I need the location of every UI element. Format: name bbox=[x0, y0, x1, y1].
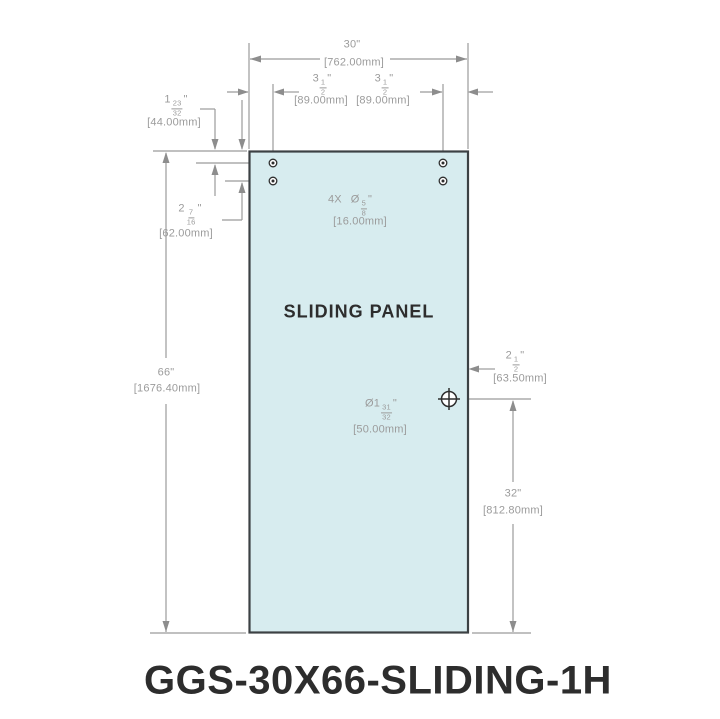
dim-width-in: 30" bbox=[343, 38, 361, 51]
dim-hole-row2-mm: [62.00mm] bbox=[159, 227, 213, 240]
panel-label: SLIDING PANEL bbox=[283, 301, 435, 322]
dim-hole-row1-mm: [44.00mm] bbox=[147, 116, 201, 129]
dim-height-mm: [1676.40mm] bbox=[133, 382, 201, 395]
glass-panel bbox=[248, 150, 470, 634]
dim-handle-height-mm: [812.80mm] bbox=[482, 504, 544, 517]
drawing-title: GGS-30X66-SLIDING-1H bbox=[144, 658, 612, 703]
dim-handle-edge-mm: [63.50mm] bbox=[493, 372, 547, 385]
dim-offset-left-mm: [89.00mm] bbox=[294, 94, 348, 107]
callout-small-holes-mm: [16.00mm] bbox=[333, 215, 387, 228]
dim-offset-right-mm: [89.00mm] bbox=[356, 94, 410, 107]
dim-width-mm: [762.00mm] bbox=[323, 56, 385, 69]
mounting-hole-centers bbox=[271, 161, 445, 183]
callout-handle-hole-mm: [50.00mm] bbox=[353, 423, 407, 436]
dim-handle-height-in: 32" bbox=[504, 487, 522, 500]
dim-height-in: 66" bbox=[157, 366, 175, 379]
handle-hole bbox=[438, 388, 460, 410]
